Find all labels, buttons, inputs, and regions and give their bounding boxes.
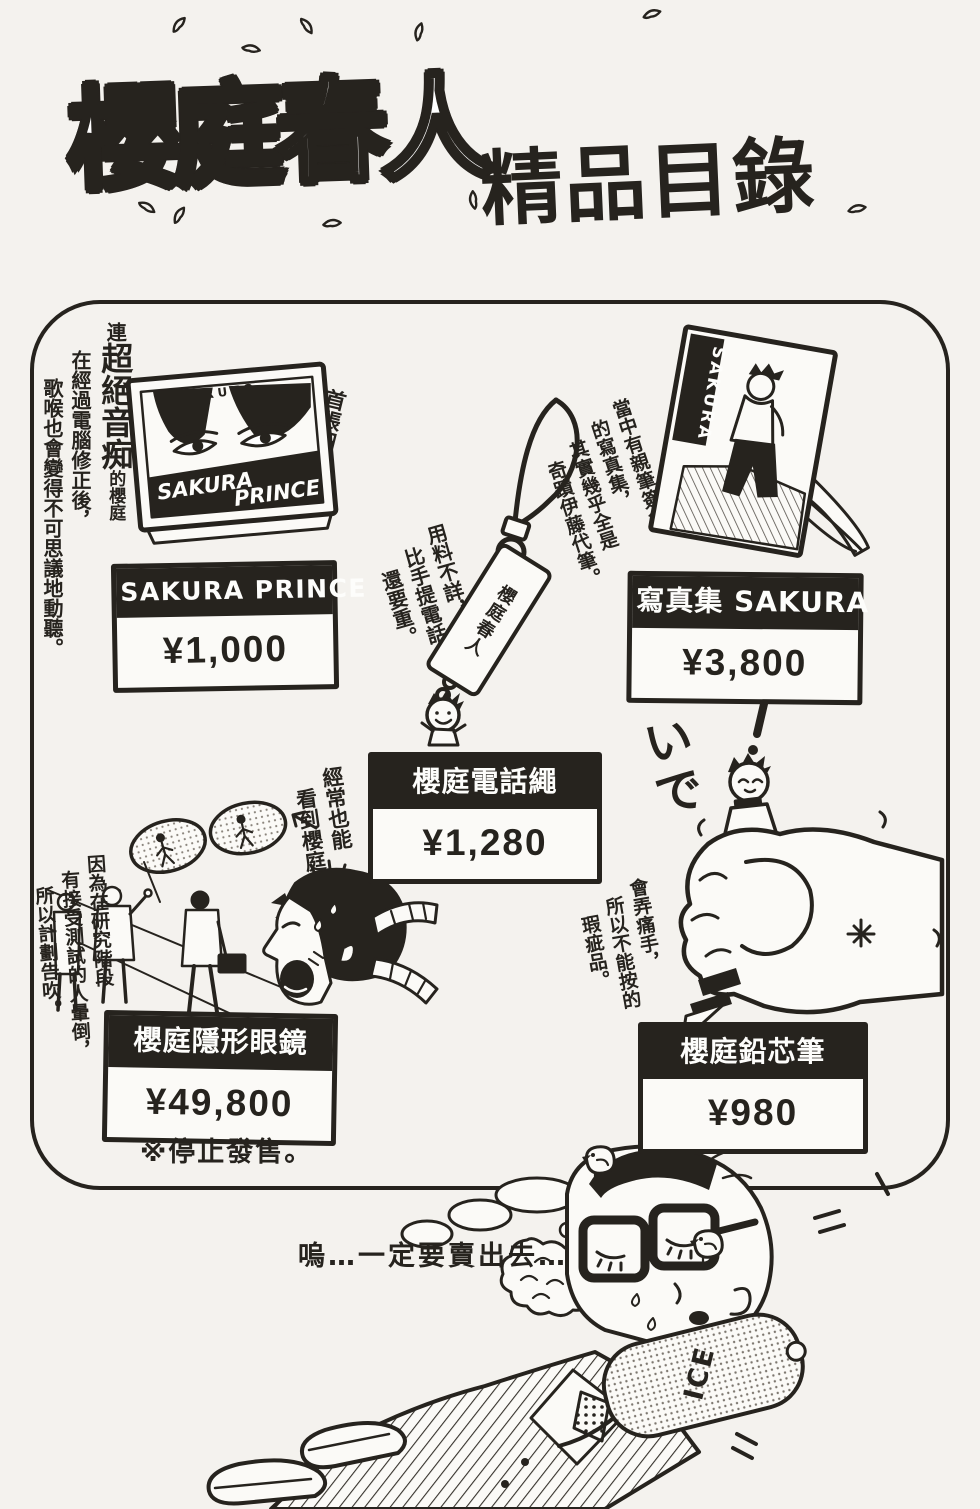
petal-icon xyxy=(642,6,662,22)
cd-annotation-col3: 歌喉也會變得不可思議地動聽。 xyxy=(40,378,64,658)
catalog-frame xyxy=(30,300,950,1190)
chick-icon xyxy=(582,1145,616,1183)
photobook-price-label: 寫真集 SAKURA ¥3,800 xyxy=(626,570,869,706)
man-head xyxy=(565,1116,774,1350)
petal-icon xyxy=(169,16,190,34)
braid-lower xyxy=(369,957,439,1005)
shoes xyxy=(206,1421,407,1506)
petal-icon xyxy=(299,16,313,36)
petal-icon xyxy=(409,21,430,42)
man-with-briefcase xyxy=(180,890,247,1014)
cd-annotation-col2: 在經過電腦修正後， xyxy=(68,350,92,530)
pencil-price: ¥980 xyxy=(707,1092,799,1133)
walking-men-illustration xyxy=(47,861,289,1021)
strap-price-label: 櫻庭電話繩 ¥1,280 xyxy=(368,752,602,884)
cd-illustration: HARUTO SAKURA PRINCE xyxy=(125,361,339,545)
petal-icon xyxy=(241,39,262,59)
lens-left xyxy=(129,818,207,874)
closed-eye-right xyxy=(665,1238,696,1260)
strap-price: ¥1,280 xyxy=(422,822,548,863)
sweat-drops xyxy=(631,1293,657,1331)
braid-upper xyxy=(371,901,439,937)
photobook-name: 寫真集 SAKURA xyxy=(632,575,869,631)
strap-name: 櫻庭電話繩 xyxy=(373,757,597,809)
man-left xyxy=(52,892,82,1012)
chick-icon xyxy=(690,1229,724,1267)
sleeping-man-scene: ICE xyxy=(206,1116,890,1509)
pencil-name: 櫻庭鉛芯筆 xyxy=(643,1027,863,1079)
tremble-marks xyxy=(697,810,941,948)
ice-pack: ICE xyxy=(601,1312,807,1439)
lens-discontinued-note: ※停止發售。 xyxy=(140,1137,314,1168)
cover-hair-left xyxy=(152,387,213,444)
exclamation-icon xyxy=(753,700,768,738)
motion-dashes xyxy=(731,1172,890,1460)
petal-icon xyxy=(322,215,343,233)
pencil-price-label: 櫻庭鉛芯筆 ¥980 xyxy=(638,1022,868,1154)
photobook-cover-figure xyxy=(722,363,785,498)
photobook-illustration: SAKURA xyxy=(648,324,870,558)
petal-icon xyxy=(465,189,483,210)
lens-right xyxy=(208,800,288,856)
sleep-talk-text: 嗚…一定要賣出去… xyxy=(298,1241,568,1272)
petal-icon xyxy=(137,197,156,218)
lens-price-label: 櫻庭隱形眼鏡 ¥49,800 xyxy=(101,1009,339,1147)
pencil-top-chibi-head xyxy=(728,753,771,803)
strap-chibi-mascot xyxy=(420,691,467,747)
anger-mark-icon xyxy=(846,918,876,948)
contact-lenses-illustration xyxy=(129,800,288,874)
glasses-left-lens xyxy=(578,1215,650,1283)
closed-eye-left xyxy=(595,1250,626,1272)
ear xyxy=(729,1286,752,1316)
arrow-icon xyxy=(291,810,318,830)
pencil-illustration xyxy=(674,700,945,1046)
thought-bubbles xyxy=(400,1176,585,1256)
petal-icon xyxy=(169,206,190,225)
cd-name: SAKURA PRINCE xyxy=(115,565,367,618)
lens-name: 櫻庭隱形眼鏡 xyxy=(108,1015,334,1071)
shouting-girl-illustration xyxy=(262,859,439,1006)
sakura-petals-decoration xyxy=(137,6,867,233)
cover-hair-right xyxy=(228,382,311,438)
thumb xyxy=(740,857,814,956)
man-waving xyxy=(92,885,153,1004)
petal-icon xyxy=(847,201,867,218)
photobook-price: ¥3,800 xyxy=(681,641,808,684)
cd-price-label: SAKURA PRINCE ¥1,000 xyxy=(110,560,367,693)
cd-price: ¥1,000 xyxy=(162,627,289,672)
